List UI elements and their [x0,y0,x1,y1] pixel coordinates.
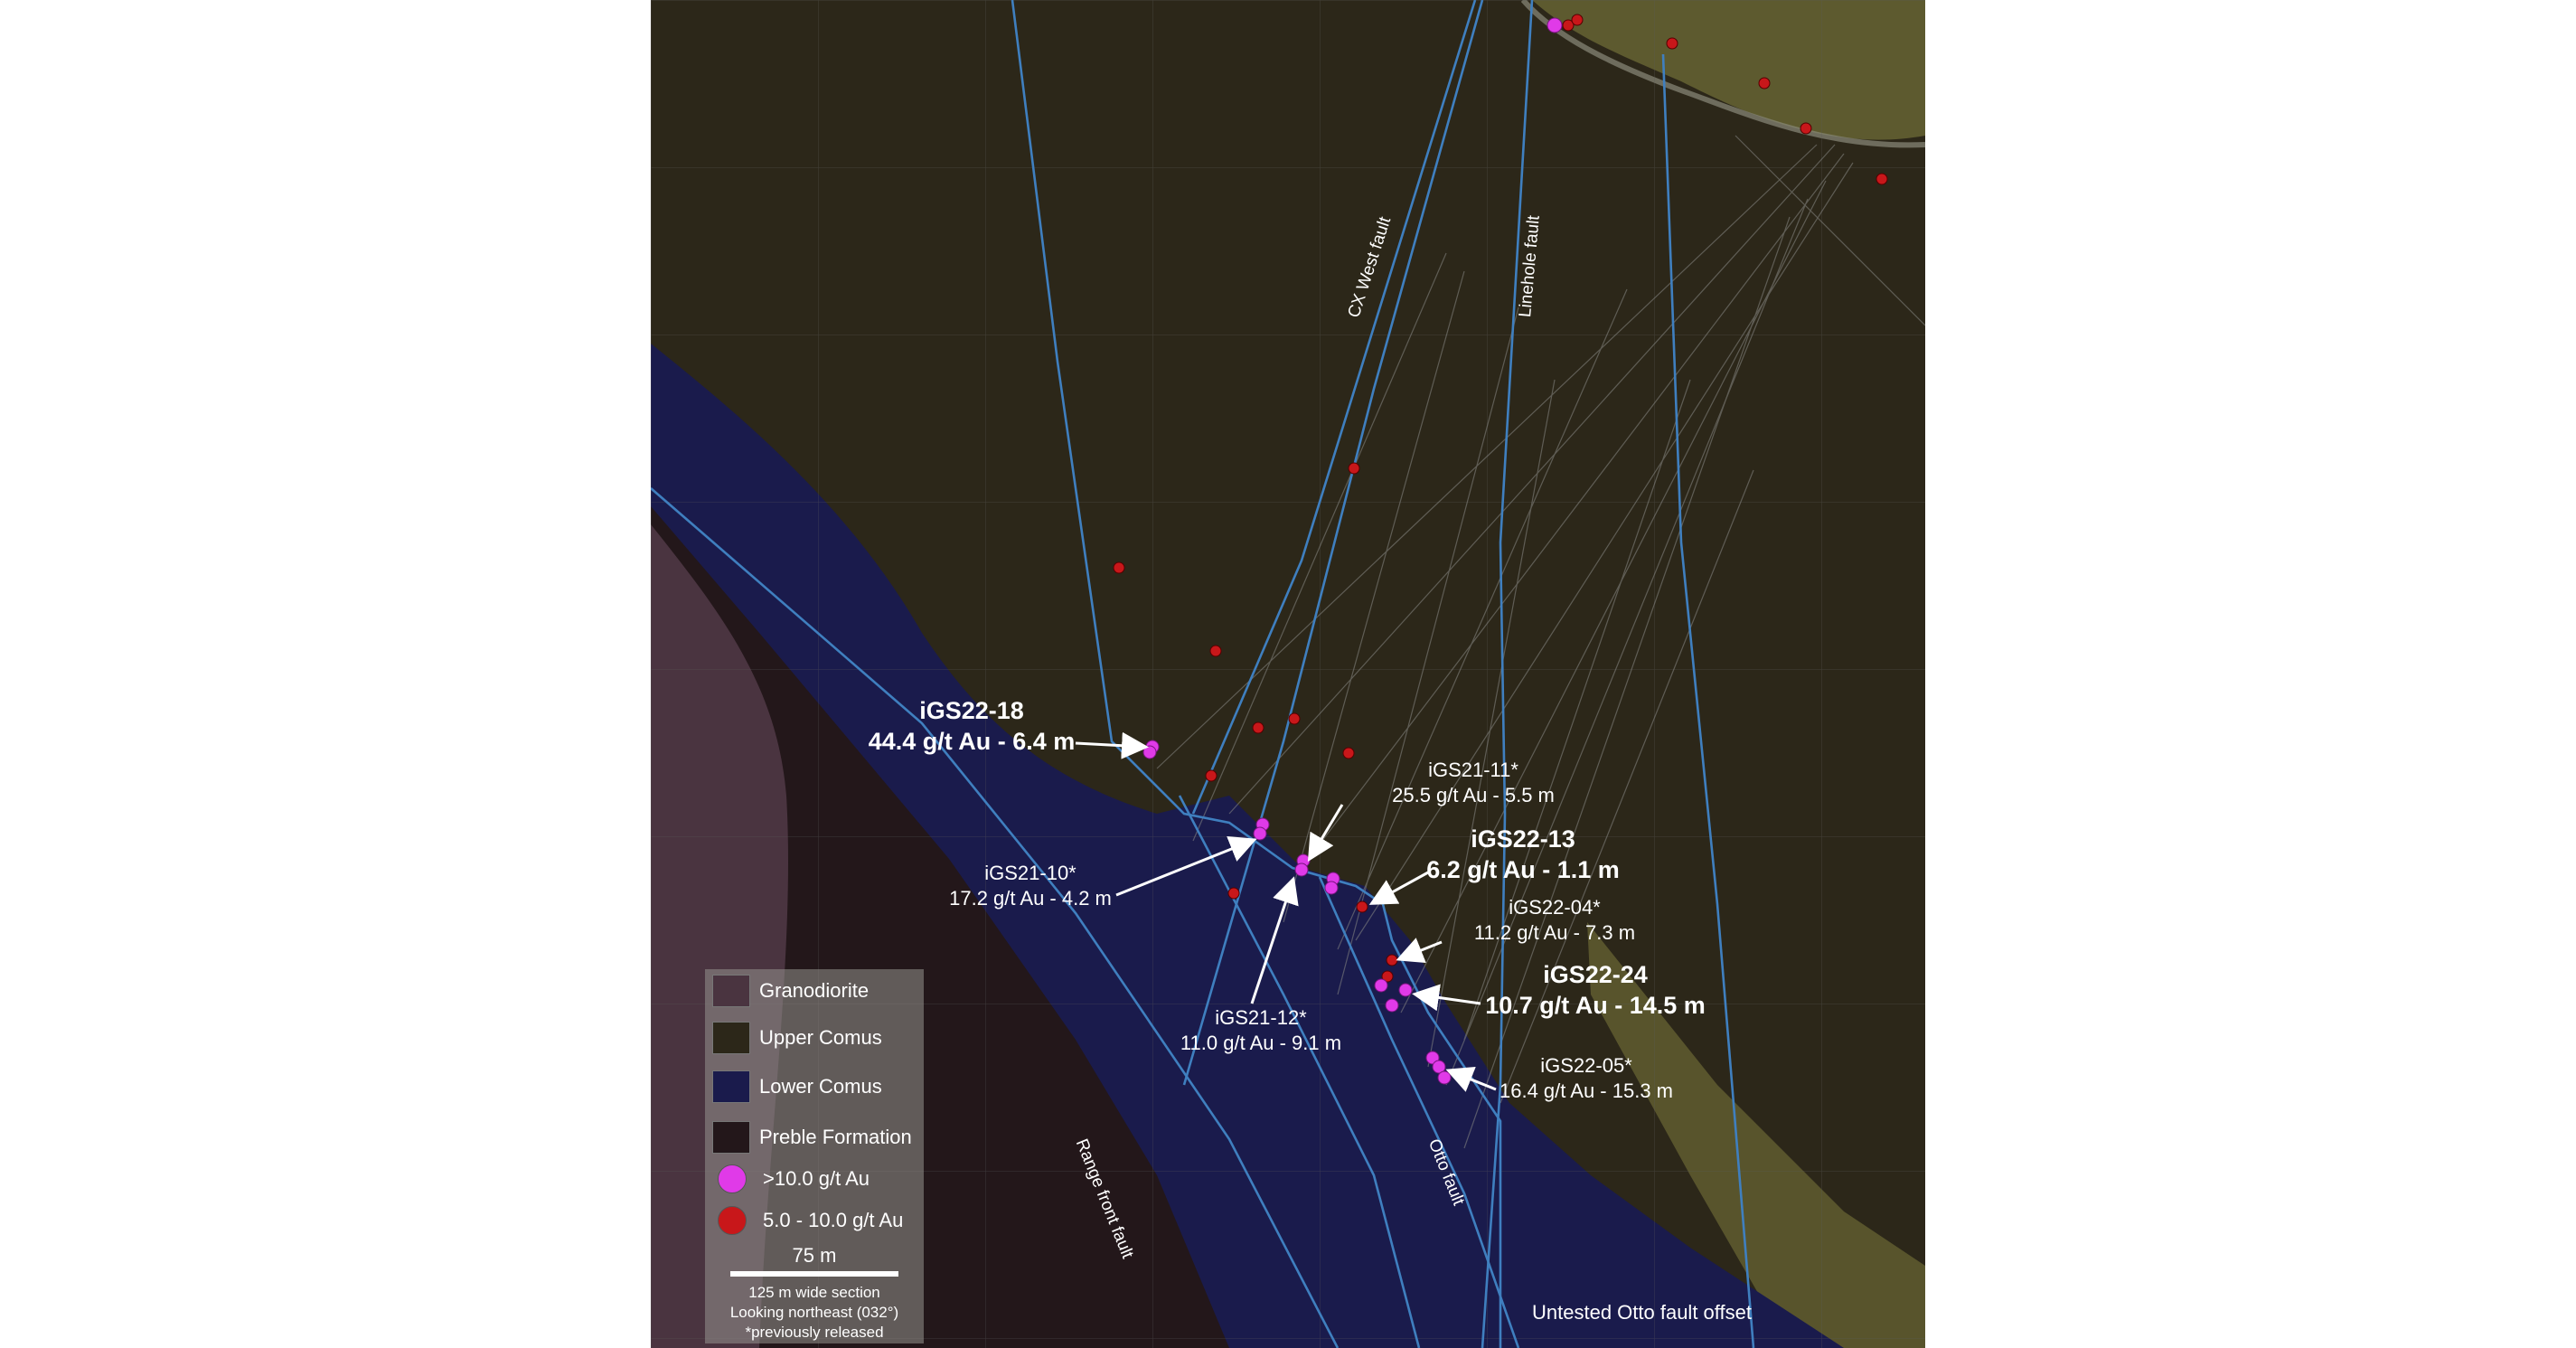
legend-preble-formation-label: Preble Formation [759,1126,912,1148]
legend-preble-formation: Preble Formation [712,1121,912,1154]
geologic-cross-section: CX West fault Linehole fault Range front… [651,0,1925,1348]
high-grade-sample [1142,745,1157,759]
high-grade-dot [718,1164,747,1193]
mid-grade-sample [1113,561,1125,574]
legend-lower-comus-label: Lower Comus [759,1075,882,1098]
linehole-fault-line [1481,0,1534,1348]
fault-lines [651,0,1755,1348]
label-igs22-18-id: iGS22-18 [919,697,1024,724]
label-igs22-05-id: iGS22-05* [1540,1054,1632,1077]
preble-formation-swatch [712,1121,750,1154]
label-igs21-12: iGS21-12* 11.0 g/t Au - 9.1 m [1157,1005,1365,1055]
untested-offset-label: Untested Otto fault offset [1532,1301,1752,1324]
label-igs21-11-id: iGS21-11* [1428,759,1518,781]
label-igs22-05: iGS22-05* 16.4 g/t Au - 15.3 m [1478,1053,1695,1103]
scale-bar [730,1271,898,1277]
label-igs22-24-id: iGS22-24 [1543,961,1648,988]
mid-grade-sample [1356,900,1368,913]
lower-comus-swatch [712,1070,750,1103]
arrow-igs21-11 [1307,804,1344,863]
label-igs22-18: iGS22-18 44.4 g/t Au - 6.4 m [841,696,1103,758]
mid-grade-sample [1571,14,1584,26]
high-grade-sample [1374,978,1388,993]
legend-note-released: *previously released [745,1324,884,1341]
high-grade-sample [1398,983,1413,997]
section-map [651,0,1925,1348]
mid-grade-sample [1227,887,1240,900]
legend-upper-comus-label: Upper Comus [759,1026,882,1049]
mid-grade-sample [1348,462,1360,475]
arrow-igs21-10 [1115,835,1257,897]
high-grade-sample [1437,1070,1452,1085]
label-igs22-04-grade: 11.2 g/t Au - 7.3 m [1473,920,1636,944]
west-boundary-fault-line [1011,0,1502,1348]
legend-high-grade-label: >10.0 g/t Au [763,1167,870,1190]
label-igs21-12-grade: 11.0 g/t Au - 9.1 m [1180,1031,1342,1054]
high-grade-sample [1385,998,1399,1013]
map-legend: Granodiorite Upper Comus Lower Comus Pre… [705,969,924,1343]
high-grade-sample [1294,863,1309,877]
legend-lower-comus: Lower Comus [712,1070,882,1103]
inner-fault-line-2 [1318,876,1520,1348]
label-igs22-18-grade: 44.4 g/t Au - 6.4 m [868,727,1076,755]
upper-comus-swatch [712,1022,750,1054]
mid-grade-dot [718,1206,747,1235]
label-igs22-13: iGS22-13 6.2 g/t Au - 1.1 m [1419,825,1627,886]
high-grade-sample [1547,17,1563,33]
mid-grade-sample [1288,712,1301,725]
label-igs22-05-grade: 16.4 g/t Au - 15.3 m [1499,1079,1673,1102]
mid-grade-sample [1800,122,1812,135]
legend-note-direction: Looking northeast (032°) [729,1304,899,1321]
mid-grade-sample [1209,645,1222,657]
high-grade-sample [1253,826,1267,841]
cx-west-fault-splay [1191,0,1477,815]
label-igs22-13-grade: 6.2 g/t Au - 1.1 m [1426,855,1620,883]
mid-grade-sample [1562,19,1575,32]
legend-mid-grade: 5.0 - 10.0 g/t Au [712,1204,903,1237]
legend-upper-comus: Upper Comus [712,1022,882,1054]
legend-granodiorite: Granodiorite [712,975,869,1007]
label-igs22-13-id: iGS22-13 [1471,825,1575,853]
arrow-igs22-05 [1445,1066,1497,1092]
granodiorite-swatch [712,975,750,1007]
arrow-igs22-24 [1412,984,1481,1012]
scale-label: 75 m [792,1244,837,1267]
arrow-igs21-12 [1250,876,1299,1004]
mid-grade-sample [1386,954,1398,966]
label-igs21-11: iGS21-11* 25.5 g/t Au - 5.5 m [1369,758,1577,807]
mid-grade-sample [1666,37,1678,50]
legend-high-grade: >10.0 g/t Au [712,1163,870,1195]
label-igs21-12-id: iGS21-12* [1215,1006,1307,1029]
legend-mid-grade-label: 5.0 - 10.0 g/t Au [763,1209,904,1231]
label-igs21-10-grade: 17.2 g/t Au - 4.2 m [949,886,1112,910]
label-igs21-11-grade: 25.5 g/t Au - 5.5 m [1392,783,1555,806]
legend-granodiorite-label: Granodiorite [759,979,870,1002]
drill-traces [1156,135,1925,1149]
legend-note-width: 125 m wide section [748,1284,880,1301]
mid-grade-sample [1252,721,1264,734]
label-igs22-24: iGS22-24 10.7 g/t Au - 14.5 m [1478,960,1713,1022]
mid-grade-sample [1342,747,1355,759]
mid-grade-sample [1381,970,1394,983]
leader-arrows [1075,731,1497,1092]
arrow-igs22-13 [1368,871,1429,905]
sample-dots [1113,14,1888,1085]
label-igs21-10-id: iGS21-10* [984,862,1076,884]
arrow-igs22-04 [1396,938,1443,964]
label-igs21-10: iGS21-10* 17.2 g/t Au - 4.2 m [931,861,1130,910]
label-igs22-24-grade: 10.7 g/t Au - 14.5 m [1485,991,1706,1019]
high-grade-sample [1432,1060,1446,1074]
mid-grade-sample [1205,769,1217,782]
mid-grade-sample [1758,77,1771,90]
label-igs22-04-id: iGS22-04* [1509,896,1601,919]
cx-west-fault-line [1182,0,1484,1086]
label-igs22-04: iGS22-04* 11.2 g/t Au - 7.3 m [1446,895,1663,945]
mid-grade-sample [1876,173,1888,185]
arrow-igs22-18 [1075,731,1149,759]
range-front-fault-line [651,487,1340,1348]
otto-fault-line [1661,53,1755,1348]
high-grade-sample [1324,881,1339,895]
